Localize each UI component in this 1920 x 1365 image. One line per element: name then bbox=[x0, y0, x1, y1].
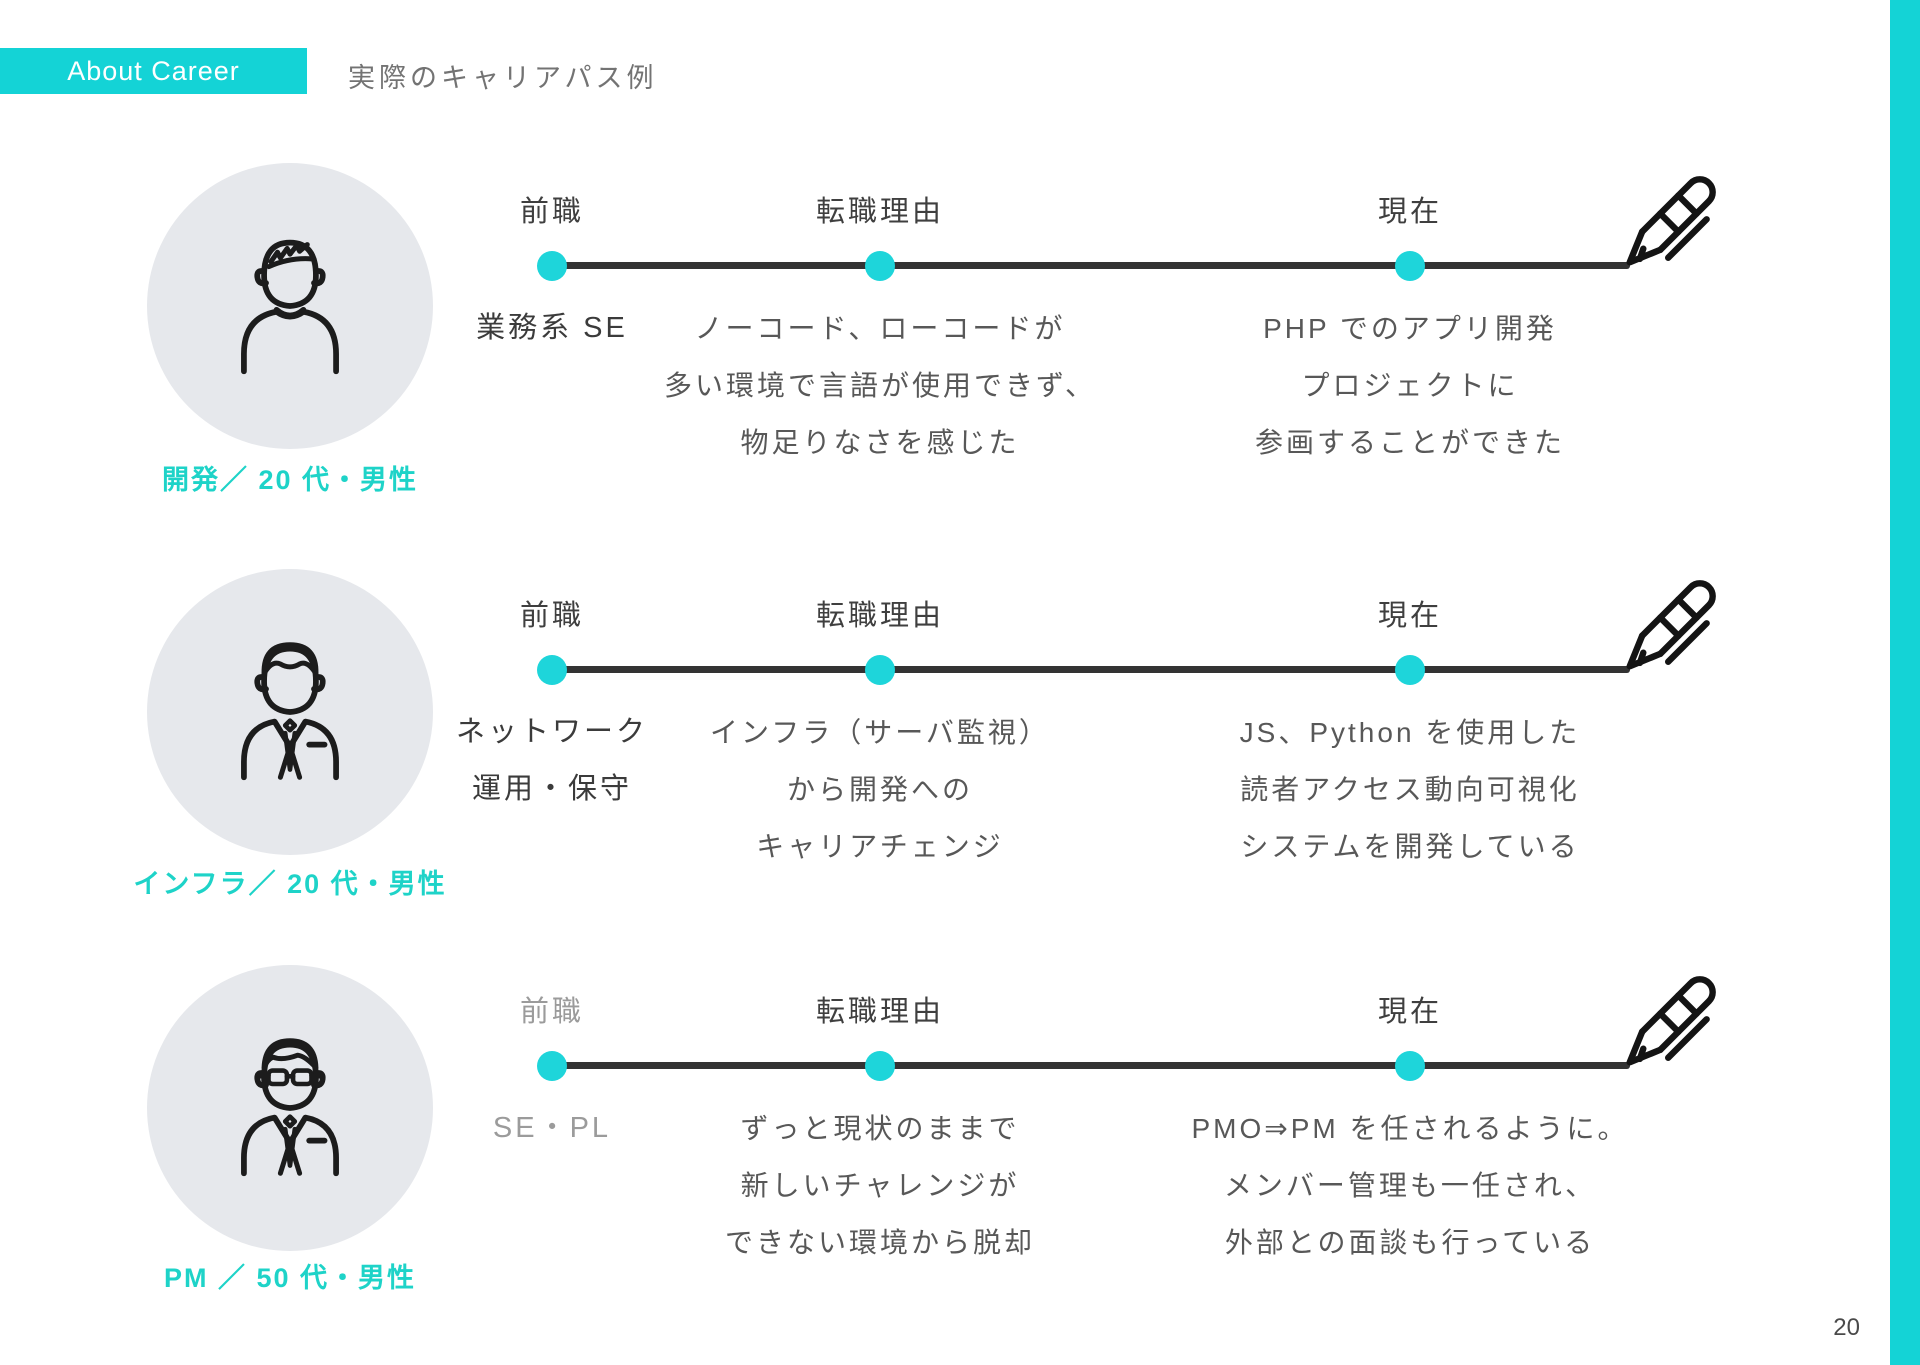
persona-label: PM ／ 50 代・男性 bbox=[163, 1263, 417, 1293]
timeline-dot bbox=[537, 251, 567, 281]
pen-icon bbox=[1578, 954, 1738, 1114]
timeline-dot bbox=[1395, 251, 1425, 281]
previous-job-text: ネットワーク 運用・保守 bbox=[455, 716, 648, 805]
pen-icon bbox=[1578, 154, 1738, 314]
section-badge: About Career bbox=[0, 48, 307, 94]
avatar bbox=[147, 965, 433, 1251]
timeline-dot bbox=[1395, 655, 1425, 685]
timeline-dot bbox=[865, 251, 895, 281]
timeline-dot bbox=[537, 1051, 567, 1081]
avatar bbox=[147, 163, 433, 449]
change-reason-text: ずっと現状のままで 新しいチャレンジが できない環境から脱却 bbox=[724, 1113, 1035, 1258]
stage-label-previous-job: 前職 bbox=[519, 996, 584, 1028]
current-text: PMO⇒PM を任されるように。 メンバー管理も一任され、 外部との面談も行って… bbox=[1191, 1113, 1629, 1258]
current-text: JS、Python を使用した 読者アクセス動向可視化 システムを開発している bbox=[1239, 717, 1581, 862]
stage-label-current: 現在 bbox=[1377, 196, 1442, 228]
timeline-dot bbox=[537, 655, 567, 685]
change-reason-text: インフラ（サーバ監視） から開発への キャリアチェンジ bbox=[710, 717, 1050, 862]
timeline-dot bbox=[865, 655, 895, 685]
timeline-dot bbox=[1395, 1051, 1425, 1081]
current-text: PHP でのアプリ開発 プロジェクトに 参画することができた bbox=[1254, 313, 1565, 458]
stage-label-change-reason: 転職理由 bbox=[815, 196, 944, 228]
persona-label: インフラ／ 20 代・男性 bbox=[133, 869, 447, 899]
timeline-line bbox=[552, 262, 1630, 269]
timeline-dot bbox=[865, 1051, 895, 1081]
pen-icon bbox=[1578, 558, 1738, 718]
timeline-line bbox=[552, 1062, 1630, 1069]
page-title: 実際のキャリアパス例 bbox=[348, 63, 658, 93]
stage-label-change-reason: 転職理由 bbox=[815, 600, 944, 632]
change-reason-text: ノーコード、ローコードが 多い環境で言語が使用できず、 物足りなさを感じた bbox=[663, 313, 1097, 458]
stage-label-change-reason: 転職理由 bbox=[815, 996, 944, 1028]
stage-label-previous-job: 前職 bbox=[519, 196, 584, 228]
avatar bbox=[147, 569, 433, 855]
section-badge-label: About Career bbox=[67, 55, 240, 86]
right-accent-bar bbox=[1890, 0, 1920, 1365]
previous-job-text: 業務系 SE bbox=[476, 312, 628, 344]
business-man-icon bbox=[241, 642, 339, 781]
stage-label-current: 現在 bbox=[1377, 600, 1442, 632]
stage-label-current: 現在 bbox=[1377, 996, 1442, 1028]
stage-label-previous-job: 前職 bbox=[519, 600, 584, 632]
page-number: 20 bbox=[1833, 1314, 1860, 1341]
persona-label: 開発／ 20 代・男性 bbox=[161, 465, 419, 495]
young-man-icon bbox=[241, 239, 339, 375]
timeline-line bbox=[552, 666, 1630, 673]
senior-man-glasses-icon bbox=[241, 1038, 339, 1177]
previous-job-text: SE・PL bbox=[492, 1112, 612, 1144]
